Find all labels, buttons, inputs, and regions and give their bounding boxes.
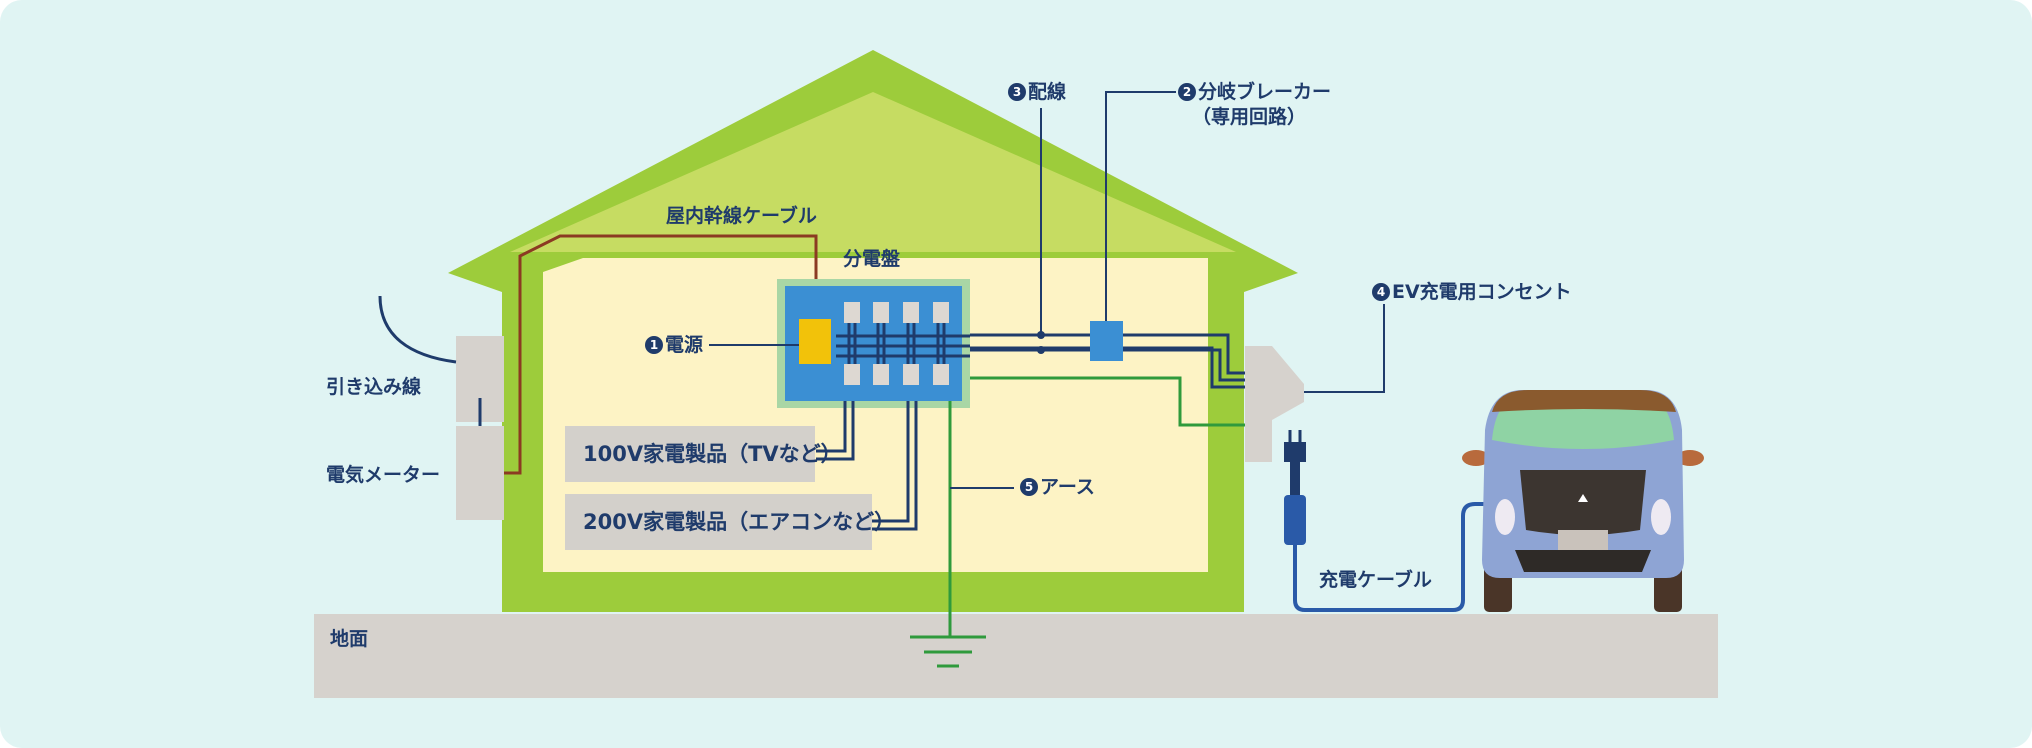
breakers-bottom — [844, 364, 949, 385]
number-badge-4: 4 — [1372, 283, 1390, 301]
meter-box-lower — [456, 426, 504, 520]
branch-breaker-sublabel: （専用回路） — [1192, 106, 1307, 128]
main-cable-label: 屋内幹線ケーブル — [666, 205, 817, 227]
electric-meter-label: 電気メーター — [326, 464, 441, 486]
appliance-wires — [816, 401, 918, 531]
branch-breaker-leader — [1105, 91, 1176, 321]
roof-highlight — [510, 92, 1236, 252]
number-badge-1: 1 — [645, 336, 663, 354]
earth-text: アース — [1040, 476, 1095, 498]
branch-breaker-box — [1090, 321, 1123, 361]
earth-wiring — [910, 376, 1245, 668]
number-badge-3: 3 — [1008, 83, 1026, 101]
service-drop-wire — [378, 295, 457, 364]
service-drop-label: 引き込み線 — [326, 376, 422, 398]
number-badge-2: 2 — [1178, 83, 1196, 101]
wiring-text: 配線 — [1028, 81, 1067, 103]
main-cable-wire — [504, 234, 818, 475]
appliance-100v: 100V家電製品（TVなど） — [565, 426, 842, 482]
outlet-bracket — [1245, 346, 1304, 462]
appliance-200v: 200V家電製品（エアコンなど） — [565, 494, 895, 550]
distribution-board — [777, 279, 970, 408]
ev-outlet-text: EV充電用コンセント — [1392, 281, 1572, 303]
panel-busbars — [836, 323, 970, 364]
charging-cable-label: 充電ケーブル — [1319, 569, 1432, 591]
charging-cable — [1284, 430, 1492, 612]
number-badge-5: 5 — [1020, 478, 1038, 496]
car — [1462, 390, 1704, 612]
power-source-block — [799, 319, 831, 364]
breakers-top — [844, 302, 949, 323]
branch-breaker-text: 分岐ブレーカー — [1198, 81, 1332, 103]
ev-outlet-leader — [1304, 304, 1385, 393]
ground-slab — [314, 614, 1718, 698]
ground-label: 地面 — [330, 628, 369, 650]
distribution-board-label: 分電盤 — [843, 248, 901, 270]
dedicated-circuit-wiring — [970, 333, 1245, 389]
power-source-text: 電源 — [665, 334, 704, 356]
